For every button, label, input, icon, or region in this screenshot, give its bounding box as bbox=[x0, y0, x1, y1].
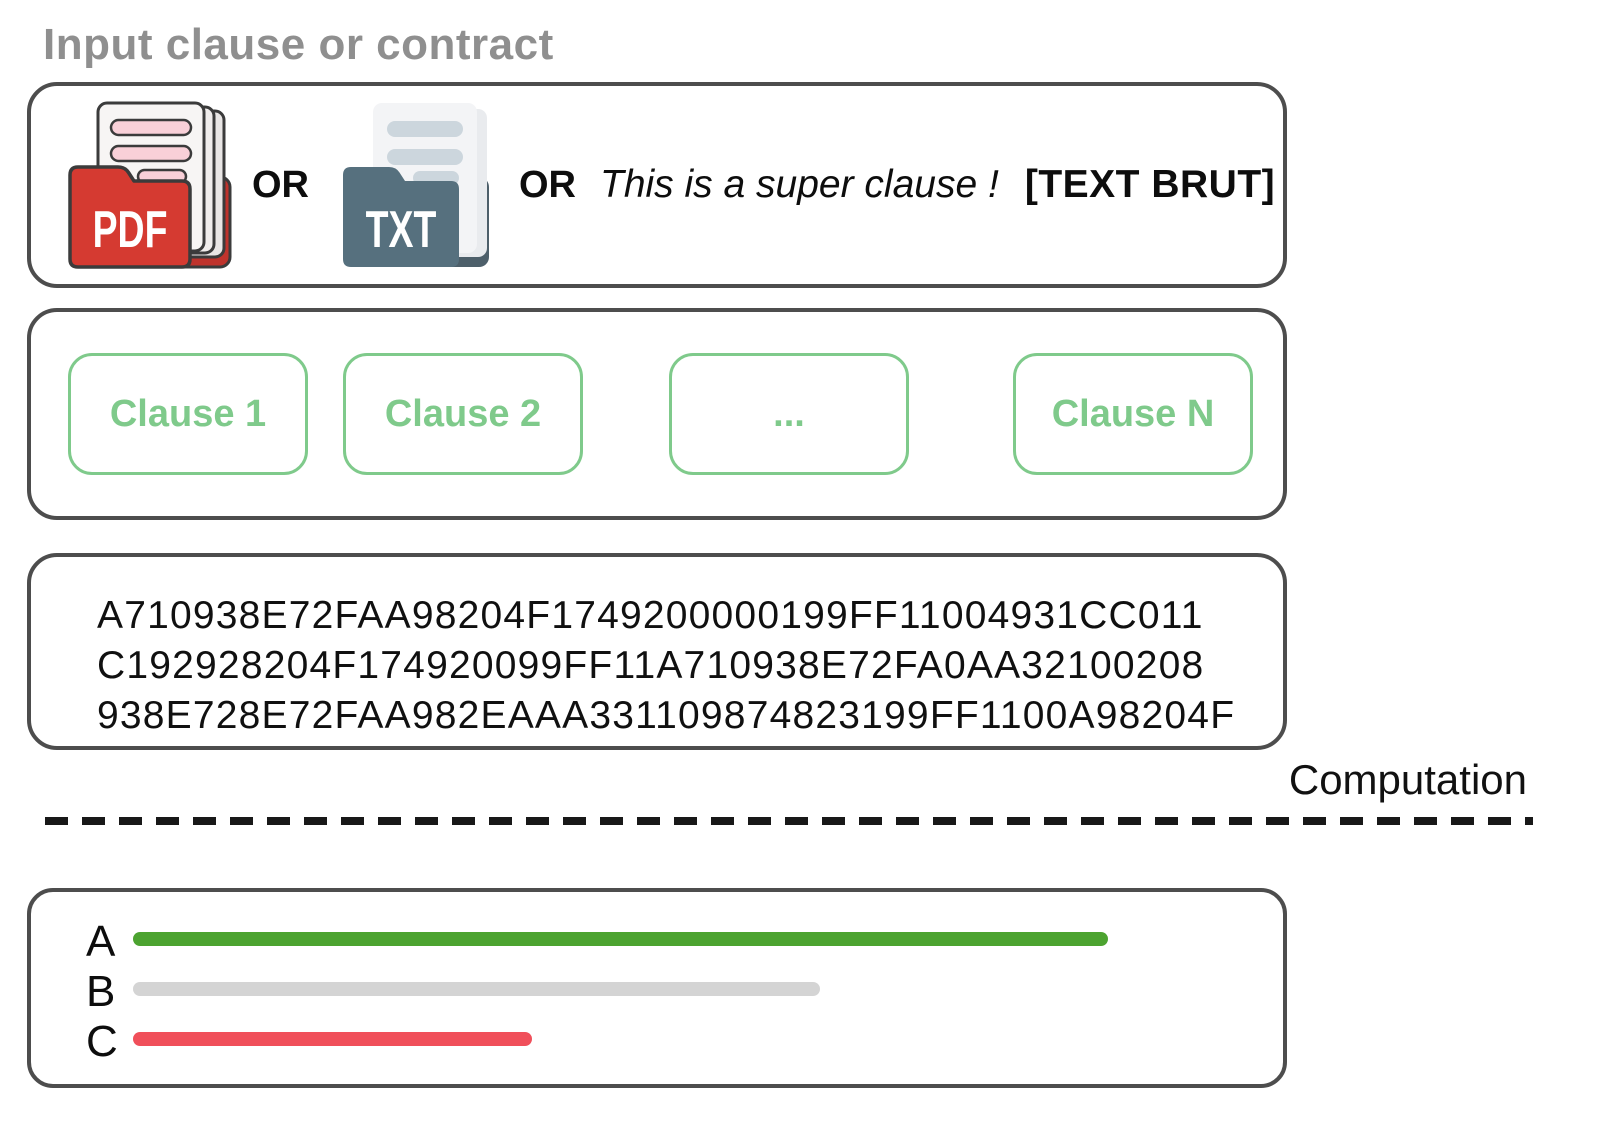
bar-row-a: A bbox=[86, 917, 1241, 967]
bar-row-b: B bbox=[86, 967, 1241, 1017]
bar-track bbox=[133, 932, 1241, 949]
txt-text-stripe bbox=[387, 121, 463, 137]
raw-clause-text: This is a super clause ! bbox=[600, 163, 999, 206]
clause-chip-ellipsis: ... bbox=[669, 353, 909, 475]
hash-line-3: 938E728E72FAA982EAAA331109874823199FF110… bbox=[97, 694, 1236, 737]
bar-a bbox=[133, 932, 1109, 946]
input-formats-box: PDF OR TXT OR This is a super clause ! [… bbox=[27, 82, 1287, 288]
txt-file-icon: TXT bbox=[343, 103, 489, 267]
pdf-text-stripe bbox=[109, 118, 193, 137]
hash-output-box: A710938E72FAA98204F1749200000199FF110049… bbox=[27, 553, 1287, 750]
clause-chip-label: Clause 1 bbox=[109, 392, 267, 435]
txt-label: TXT bbox=[366, 200, 437, 259]
hash-line-2: C192928204F174920099FF11A710938E72FA0AA3… bbox=[97, 644, 1205, 687]
txt-folder-front bbox=[343, 167, 459, 267]
computation-dashed-line bbox=[45, 817, 1533, 825]
clause-chip-label: Clause N bbox=[1051, 392, 1215, 435]
bar-track bbox=[133, 982, 1241, 999]
pdf-label: PDF bbox=[93, 200, 168, 259]
pdf-folder-front bbox=[68, 165, 192, 269]
bar-label-c: C bbox=[86, 1017, 118, 1066]
clause-chip-label: ... bbox=[773, 392, 805, 435]
bar-track bbox=[133, 1032, 1241, 1049]
or-separator-first: OR bbox=[252, 163, 309, 206]
bar-label-a: A bbox=[86, 917, 116, 966]
clause-chip-1: Clause 1 bbox=[68, 353, 308, 475]
text-brut-tag: [TEXT BRUT] bbox=[1024, 163, 1276, 206]
clause-chip-n: Clause N bbox=[1013, 353, 1253, 475]
result-bars-box: A B C bbox=[27, 888, 1287, 1088]
txt-text-stripe bbox=[387, 149, 463, 165]
computation-label: Computation bbox=[1288, 756, 1527, 803]
or-separator-second: OR bbox=[519, 163, 576, 206]
clauses-box: Clause 1 Clause 2 ... Clause N bbox=[27, 308, 1287, 520]
pdf-text-stripe bbox=[109, 144, 193, 163]
bar-c bbox=[133, 1032, 532, 1046]
hash-line-1: A710938E72FAA98204F1749200000199FF110049… bbox=[97, 594, 1204, 637]
bar-label-b: B bbox=[86, 967, 116, 1016]
bar-row-c: C bbox=[86, 1017, 1241, 1067]
clause-chip-label: Clause 2 bbox=[384, 392, 542, 435]
input-section-label: Input clause or contract bbox=[43, 20, 554, 69]
pdf-file-icon: PDF bbox=[68, 101, 232, 269]
bar-b bbox=[133, 982, 820, 996]
clause-chip-2: Clause 2 bbox=[343, 353, 583, 475]
